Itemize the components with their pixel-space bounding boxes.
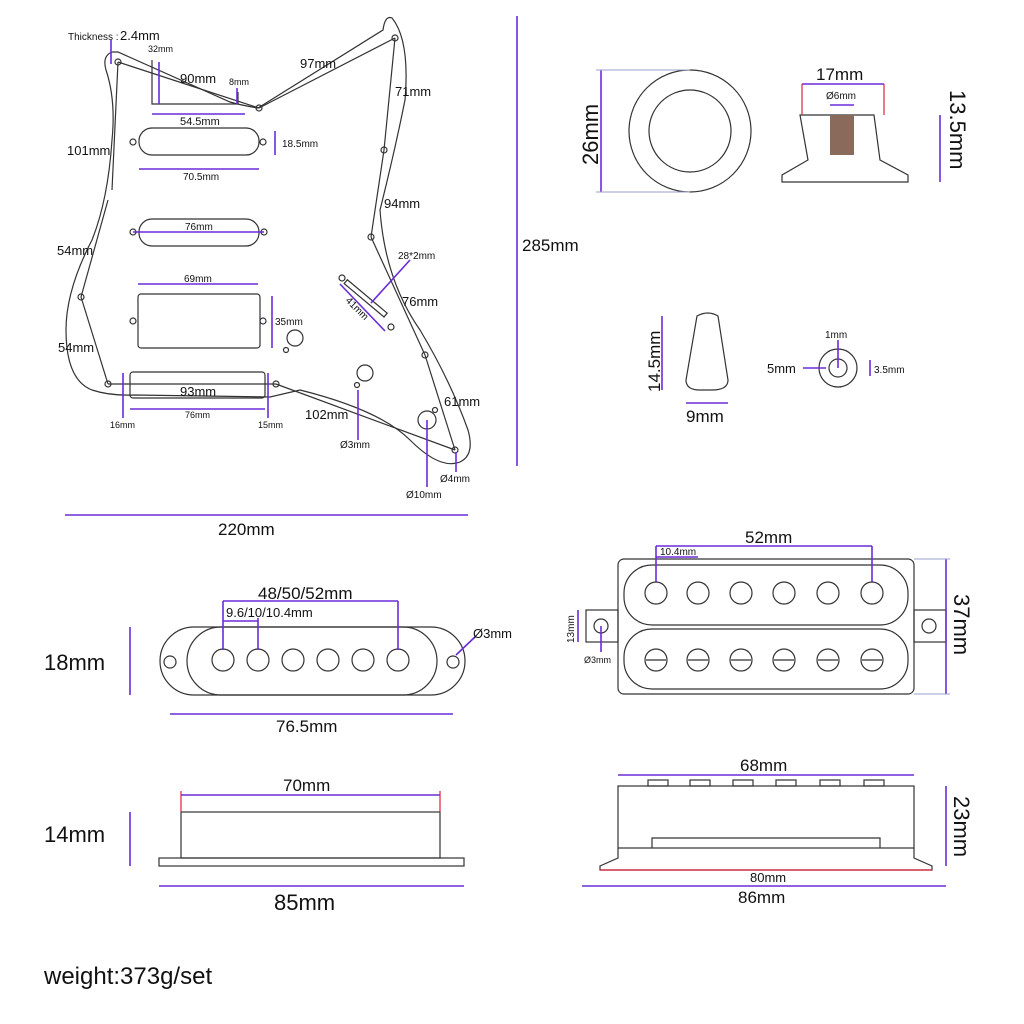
dim-label: 26mm bbox=[578, 104, 603, 165]
humbucker-top-view: 52mm 10.4mm 13mm Ø3mm 37mm bbox=[566, 528, 974, 695]
dim-label: 28*2mm bbox=[398, 251, 435, 262]
dim-label: 71mm bbox=[395, 84, 431, 99]
dim-label: 10.4mm bbox=[660, 547, 696, 558]
dim-label: 18.5mm bbox=[282, 139, 318, 150]
dim-label: 76mm bbox=[185, 222, 213, 233]
dim-label: 1mm bbox=[825, 330, 847, 341]
dim-label: 5mm bbox=[767, 361, 796, 376]
dim-label: 35mm bbox=[275, 317, 303, 328]
neck-pickup-slot bbox=[138, 127, 260, 156]
washer-drawing: 1mm 5mm 3.5mm bbox=[767, 330, 905, 388]
switch-tip-drawing: 14.5mm 9mm bbox=[645, 312, 729, 426]
dim-label: 9.6/10/10.4mm bbox=[226, 605, 313, 620]
dim-label: 69mm bbox=[184, 274, 212, 285]
dim-label: 37mm bbox=[949, 594, 974, 655]
dim-label: 9mm bbox=[686, 407, 724, 426]
dim-label: 76mm bbox=[402, 294, 438, 309]
dim-label: 102mm bbox=[305, 407, 348, 422]
dim-label: 13.5mm bbox=[945, 90, 970, 169]
dim-label: 93mm bbox=[180, 384, 216, 399]
dim-label: 8mm bbox=[229, 77, 249, 87]
pot-hole bbox=[356, 364, 374, 382]
dim-label: 70mm bbox=[283, 776, 330, 795]
switch-tip-shape bbox=[685, 312, 729, 391]
dim-label-height: 285mm bbox=[522, 236, 579, 255]
dim-label: 14.5mm bbox=[645, 331, 664, 392]
knob-side bbox=[781, 114, 909, 183]
humbucker-slot bbox=[137, 293, 261, 349]
single-coil-top-view: 48/50/52mm 9.6/10/10.4mm Ø3mm 18mm 76.5m… bbox=[44, 584, 512, 736]
dim-label: 101mm bbox=[67, 143, 110, 158]
thickness-value: 2.4mm bbox=[120, 28, 160, 43]
dim-label: 14mm bbox=[44, 822, 105, 847]
dim-label: 76.5mm bbox=[276, 717, 337, 736]
dim-label: 97mm bbox=[300, 56, 336, 71]
pot-hole bbox=[286, 329, 304, 347]
knob-top-outer bbox=[628, 69, 752, 193]
dim-label: 94mm bbox=[384, 196, 420, 211]
switch-slot bbox=[343, 278, 389, 318]
pickguard-labels: Thickness : 2.4mm 32mm 90mm 8mm 97mm 71m… bbox=[57, 28, 579, 539]
dim-label: 54mm bbox=[57, 243, 93, 258]
dim-label: 16mm bbox=[110, 420, 135, 430]
dim-label: 86mm bbox=[738, 888, 785, 907]
dim-label: 68mm bbox=[740, 756, 787, 775]
dim-label: Ø3mm bbox=[473, 626, 512, 641]
dim-label: Ø3mm bbox=[584, 655, 611, 665]
single-coil-side-view: 70mm 14mm 85mm bbox=[44, 776, 465, 915]
dim-label: 76mm bbox=[185, 410, 210, 420]
thickness-label: Thickness : bbox=[68, 32, 119, 43]
dim-label: 48/50/52mm bbox=[258, 584, 353, 603]
dim-label: 70.5mm bbox=[183, 172, 219, 183]
dim-label: Ø4mm bbox=[440, 474, 470, 485]
dim-label: 32mm bbox=[148, 44, 173, 54]
dim-label: 52mm bbox=[745, 528, 792, 547]
dim-label: Ø6mm bbox=[826, 91, 856, 102]
dim-label: 54.5mm bbox=[180, 116, 220, 128]
knob-top-inner bbox=[648, 89, 732, 173]
dim-label: 23mm bbox=[949, 796, 974, 857]
dim-label: Ø10mm bbox=[406, 490, 442, 501]
neck-pocket bbox=[151, 60, 239, 105]
dim-label: 18mm bbox=[44, 650, 105, 675]
dim-label: Ø3mm bbox=[340, 440, 370, 451]
pickguard-outline bbox=[65, 16, 471, 465]
dim-label: 3.5mm bbox=[874, 365, 905, 376]
bridge-pickup-slot bbox=[129, 371, 266, 399]
knob-drawing: 26mm 17mm Ø6mm 13.5mm bbox=[578, 65, 970, 193]
dim-label: 85mm bbox=[274, 890, 335, 915]
weight-label: weight:373g/set bbox=[43, 963, 212, 990]
screw-holes bbox=[77, 34, 459, 454]
dim-label: 90mm bbox=[180, 71, 216, 86]
dim-label: 54mm bbox=[58, 340, 94, 355]
dim-label-width: 220mm bbox=[218, 520, 275, 539]
dim-label: 41mm bbox=[343, 295, 370, 322]
knob-shaft-hole bbox=[830, 115, 854, 155]
humbucker-side-view: 68mm 23mm 80mm 86mm bbox=[582, 756, 974, 907]
dim-label: 61mm bbox=[444, 394, 480, 409]
dim-label: 80mm bbox=[750, 870, 786, 885]
pickguard-drawing bbox=[65, 16, 518, 516]
dim-label: 13mm bbox=[566, 615, 577, 643]
dim-label: 17mm bbox=[816, 65, 863, 84]
dim-label: 15mm bbox=[258, 420, 283, 430]
